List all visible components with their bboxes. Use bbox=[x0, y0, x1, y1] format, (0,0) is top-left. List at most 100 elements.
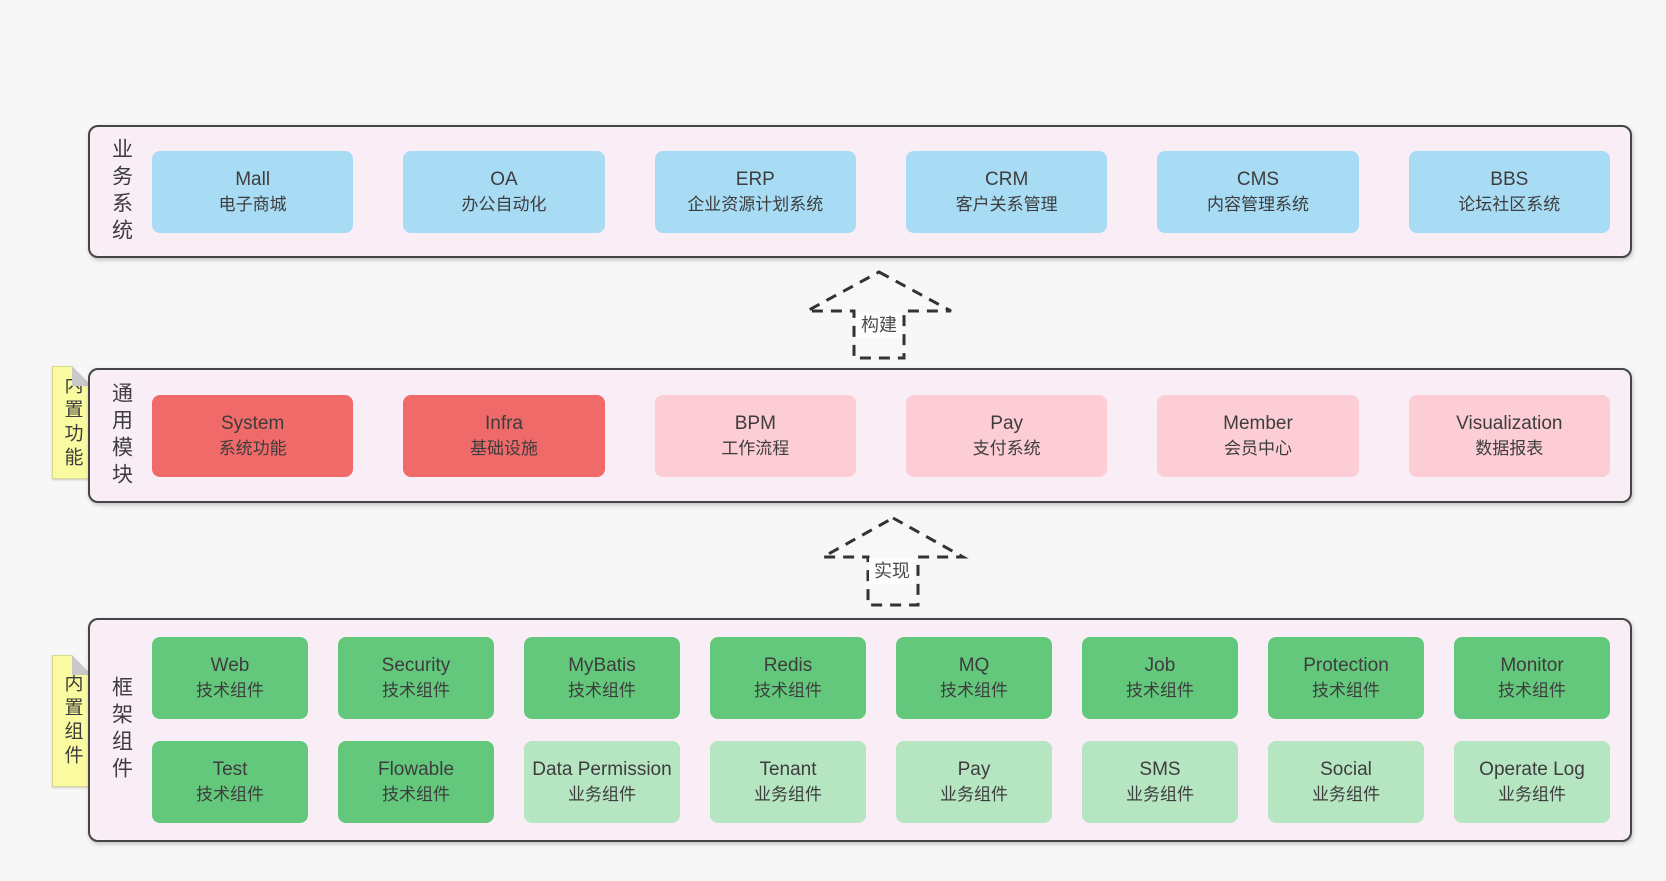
box-title: OA bbox=[490, 168, 518, 190]
sticky-note-text: 内置功能 bbox=[61, 374, 83, 471]
box-operate-log: Operate Log 业务组件 bbox=[1454, 741, 1610, 823]
layer-boxes: System 系统功能 Infra 基础设施 BPM 工作流程 Pay 支付系统 Member 会… bbox=[152, 370, 1630, 501]
box-title: SMS bbox=[1139, 759, 1181, 780]
box-title: Monitor bbox=[1500, 655, 1564, 676]
box-subtitle: 业务组件 bbox=[1126, 785, 1194, 804]
box-subtitle: 工作流程 bbox=[721, 438, 790, 458]
box-pay: Pay 支付系统 bbox=[905, 394, 1108, 477]
box-title: Visualization bbox=[1456, 412, 1563, 434]
box-security: Security 技术组件 bbox=[338, 637, 494, 719]
box-subtitle: 业务组件 bbox=[754, 785, 822, 804]
box-title: Job bbox=[1144, 655, 1176, 676]
box-title: BPM bbox=[734, 412, 776, 434]
sticky-note-builtin-components: 内置组件 bbox=[52, 655, 92, 787]
box-subtitle: 业务组件 bbox=[1498, 785, 1566, 804]
box-title: Member bbox=[1223, 412, 1293, 434]
box-mq: MQ 技术组件 bbox=[896, 637, 1052, 719]
box-title: MQ bbox=[958, 655, 990, 676]
box-redis: Redis 技术组件 bbox=[710, 637, 866, 719]
layer-label: 框架组件 bbox=[109, 676, 133, 784]
box-member: Member 会员中心 bbox=[1157, 394, 1359, 477]
box-job: Job 技术组件 bbox=[1082, 637, 1238, 719]
box-subtitle: 会员中心 bbox=[1223, 438, 1292, 458]
box-subtitle: 技术组件 bbox=[1498, 681, 1566, 700]
layer-label-column: 业务系统 bbox=[90, 127, 152, 256]
box-subtitle: 基础设施 bbox=[469, 438, 538, 458]
box-mybatis: MyBatis 技术组件 bbox=[524, 637, 680, 719]
box-title: System bbox=[220, 412, 285, 434]
box-title: Data Permission bbox=[532, 759, 672, 780]
box-crm: CRM 客户关系管理 bbox=[905, 150, 1108, 233]
box-subtitle: 技术组件 bbox=[196, 785, 264, 804]
box-tenant: Tenant 业务组件 bbox=[710, 741, 866, 823]
box-social: Social 业务组件 bbox=[1268, 741, 1424, 823]
component-row: System 系统功能 Infra 基础设施 BPM 工作流程 Pay 支付系统 Member 会… bbox=[152, 394, 1610, 477]
box-bpm: BPM 工作流程 bbox=[654, 394, 856, 477]
box-oa: OA 办公自动化 bbox=[403, 150, 605, 233]
box-subtitle: 支付系统 bbox=[972, 438, 1041, 458]
box-sms: SMS 业务组件 bbox=[1082, 741, 1238, 823]
box-data-permission: Data Permission 业务组件 bbox=[524, 741, 680, 823]
box-title: MyBatis bbox=[568, 655, 636, 676]
folded-corner-icon bbox=[72, 655, 92, 675]
box-flowable: Flowable 技术组件 bbox=[338, 741, 494, 823]
box-visualization: Visualization 数据报表 bbox=[1408, 394, 1610, 477]
box-title: Infra bbox=[484, 412, 523, 434]
box-system: System 系统功能 bbox=[152, 394, 354, 477]
box-title: CMS bbox=[1236, 168, 1280, 190]
box-web: Web 技术组件 bbox=[152, 637, 308, 719]
box-subtitle: 技术组件 bbox=[1126, 681, 1194, 700]
box-subtitle: 业务组件 bbox=[1312, 785, 1380, 804]
sticky-note-text: 内置组件 bbox=[61, 673, 83, 769]
box-title: ERP bbox=[735, 168, 775, 190]
box-subtitle: 技术组件 bbox=[568, 681, 636, 700]
box-protection: Protection 技术组件 bbox=[1268, 637, 1424, 719]
box-subtitle: 业务组件 bbox=[940, 785, 1008, 804]
box-title: Mall bbox=[235, 168, 271, 190]
box-title: Security bbox=[381, 655, 451, 676]
build-arrow-label: 构建 bbox=[856, 312, 902, 338]
layer-common-modules: 通用模块 System 系统功能 Infra 基础设施 BPM 工作流程 Pay 支付系统 Me… bbox=[88, 368, 1632, 503]
box-subtitle: 客户关系管理 bbox=[955, 194, 1058, 214]
box-subtitle: 论坛社区系统 bbox=[1458, 194, 1561, 214]
box-title: Social bbox=[1320, 759, 1372, 780]
box-title: Flowable bbox=[377, 759, 455, 780]
box-subtitle: 技术组件 bbox=[1312, 681, 1380, 700]
box-title: Redis bbox=[763, 655, 813, 676]
box-monitor: Monitor 技术组件 bbox=[1454, 637, 1610, 719]
box-title: CRM bbox=[985, 168, 1029, 190]
folded-corner-icon bbox=[72, 366, 92, 386]
box-erp: ERP 企业资源计划系统 bbox=[654, 150, 856, 233]
box-subtitle: 数据报表 bbox=[1475, 438, 1544, 458]
layer-label-column: 框架组件 bbox=[90, 620, 152, 840]
box-title: Operate Log bbox=[1479, 759, 1585, 780]
box-subtitle: 企业资源计划系统 bbox=[687, 194, 824, 214]
box-subtitle: 技术组件 bbox=[196, 681, 264, 700]
box-title: Protection bbox=[1303, 655, 1389, 676]
box-subtitle: 内容管理系统 bbox=[1206, 194, 1309, 214]
box-subtitle: 系统功能 bbox=[218, 438, 287, 458]
layer-label-column: 通用模块 bbox=[90, 370, 152, 501]
box-title: Tenant bbox=[759, 759, 817, 780]
box-title: Pay bbox=[990, 412, 1024, 434]
box-subtitle: 办公自动化 bbox=[461, 194, 547, 214]
box-title: BBS bbox=[1490, 168, 1529, 190]
implement-arrow-label: 实现 bbox=[869, 558, 915, 584]
box-subtitle: 技术组件 bbox=[940, 681, 1008, 700]
box-cms: CMS 内容管理系统 bbox=[1157, 150, 1359, 233]
layer-label: 通用模块 bbox=[109, 381, 133, 490]
box-subtitle: 技术组件 bbox=[382, 681, 450, 700]
box-subtitle: 业务组件 bbox=[568, 785, 636, 804]
box-subtitle: 技术组件 bbox=[754, 681, 822, 700]
box-title: Web bbox=[210, 655, 250, 676]
box-subtitle: 技术组件 bbox=[382, 785, 450, 804]
